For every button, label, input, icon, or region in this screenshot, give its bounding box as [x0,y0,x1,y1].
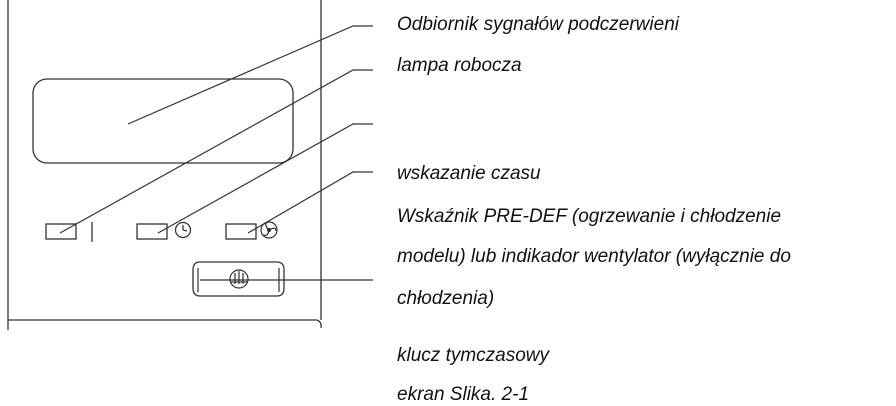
label-run-lamp: lampa robocza [397,55,522,76]
label-time-indicator: wskazanie czasu [397,163,541,184]
temporary-key-button [192,261,285,297]
label-pre-def-line1: Wskaźnik PRE-DEF (ogrzewanie i chłodzeni… [397,206,782,227]
ir-receiver-window [32,78,294,164]
label-pre-def-line3: chłodzenia) [397,288,495,309]
leader-pre-def [247,171,373,234]
leader-ir-receiver [127,25,373,125]
leader-run-lamp [59,69,373,234]
display-panel [7,0,322,330]
leader-lines [59,25,373,281]
clock-icon [174,221,192,239]
hand-icon [229,269,249,289]
run-lamp [45,222,93,242]
figure-caption: ekran Slika. 2-1 [397,384,530,405]
pre-def-fan-indicator [225,221,278,240]
fan-icon [260,221,278,239]
leader-timer [157,123,373,234]
label-pre-def-line2: modelu) lub indikador wentylator (wyłącz… [397,246,791,267]
timer-indicator [136,221,192,240]
label-ir-receiver: Odbiornik sygnałów podczerwieni [397,14,679,35]
label-temp-key: klucz tymczasowy [397,345,550,366]
